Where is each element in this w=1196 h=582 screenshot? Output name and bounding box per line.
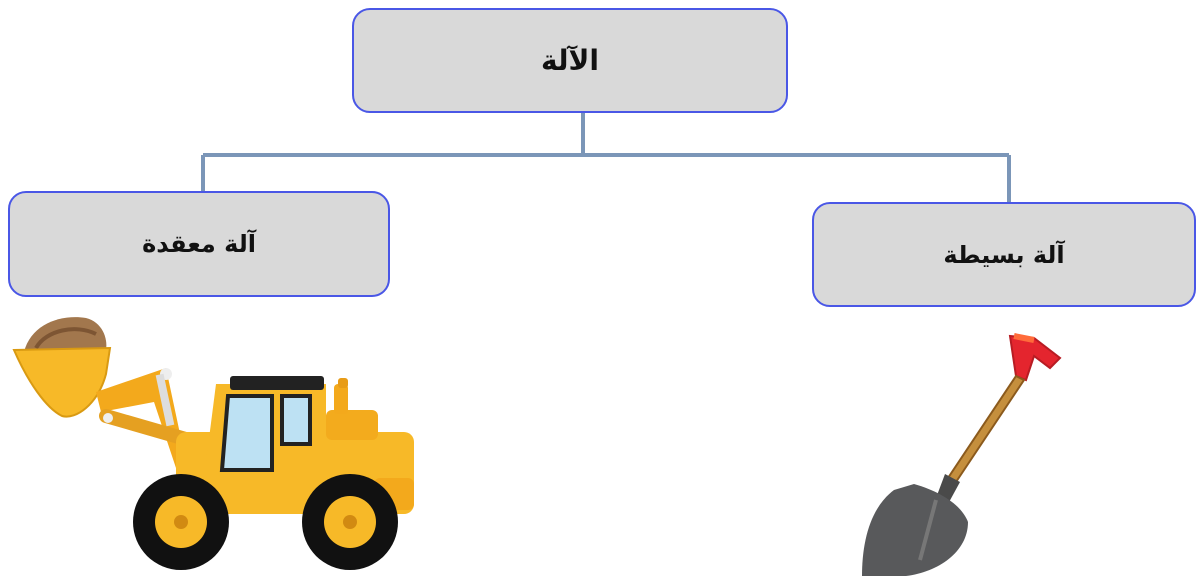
shovel-image <box>862 333 1062 576</box>
root-node-label: الآلة <box>541 44 599 77</box>
wheel-loader-image <box>12 317 414 570</box>
root-node-machine: الآلة <box>352 8 788 113</box>
complex-machine-label: آلة معقدة <box>142 230 256 258</box>
child-node-complex-machine: آلة معقدة <box>8 191 390 297</box>
simple-machine-label: آلة بسيطة <box>943 240 1065 269</box>
child-node-simple-machine: آلة بسيطة <box>812 202 1196 307</box>
